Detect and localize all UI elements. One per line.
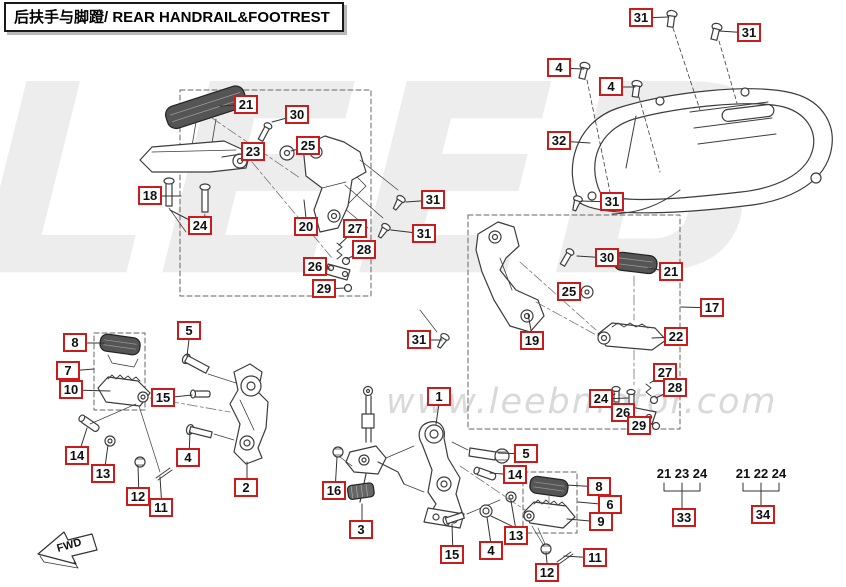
group-33-ref-21: 21 bbox=[656, 466, 672, 481]
part-callout-9: 9 bbox=[589, 512, 613, 531]
part-callout-7: 7 bbox=[56, 361, 80, 380]
part-callout-18: 18 bbox=[138, 186, 162, 205]
part-callout-10: 10 bbox=[59, 380, 83, 399]
part-callout-31: 31 bbox=[407, 330, 431, 349]
part-callout-22: 22 bbox=[664, 327, 688, 346]
part-callout-20: 20 bbox=[294, 217, 318, 236]
group-33-ref-24: 24 bbox=[692, 466, 708, 481]
part-callout-15: 15 bbox=[151, 388, 175, 407]
left-footpeg-assembly bbox=[139, 85, 372, 297]
part-callout-15: 15 bbox=[440, 545, 464, 564]
part-callout-28: 28 bbox=[663, 378, 687, 397]
part-callout-31: 31 bbox=[600, 192, 624, 211]
part-callout-1: 1 bbox=[427, 387, 451, 406]
part-callout-31: 31 bbox=[421, 190, 445, 209]
center-linkage-assembly bbox=[332, 385, 578, 565]
group-33-ref-23: 23 bbox=[674, 466, 690, 481]
right-footpeg-assembly bbox=[467, 214, 681, 431]
group-34-ref-24: 24 bbox=[771, 466, 787, 481]
part-callout-28: 28 bbox=[352, 240, 376, 259]
part-callout-25: 25 bbox=[296, 136, 320, 155]
part-callout-16: 16 bbox=[322, 481, 346, 500]
part-callout-34: 34 bbox=[751, 505, 775, 524]
part-callout-17: 17 bbox=[700, 298, 724, 317]
part-callout-14: 14 bbox=[503, 465, 527, 484]
group-tree-brackets bbox=[663, 482, 780, 509]
part-callout-12: 12 bbox=[126, 487, 150, 506]
part-callout-14: 14 bbox=[65, 446, 89, 465]
part-callout-11: 11 bbox=[583, 548, 607, 567]
part-callout-25: 25 bbox=[557, 282, 581, 301]
page-title: 后扶手与脚蹬/ REAR HANDRAIL&FOOTREST bbox=[4, 2, 344, 32]
part-callout-23: 23 bbox=[241, 142, 265, 161]
part-callout-26: 26 bbox=[303, 257, 327, 276]
part-callout-3: 3 bbox=[349, 520, 373, 539]
part-callout-21: 21 bbox=[234, 95, 258, 114]
part-callout-4: 4 bbox=[479, 541, 503, 560]
part-callout-29: 29 bbox=[627, 416, 651, 435]
part-callout-31: 31 bbox=[412, 224, 436, 243]
left-footrest-assembly bbox=[78, 332, 269, 481]
group-34-ref-22: 22 bbox=[753, 466, 769, 481]
part-callout-4: 4 bbox=[547, 58, 571, 77]
part-callout-31: 31 bbox=[737, 23, 761, 42]
part-callout-32: 32 bbox=[547, 131, 571, 150]
part-callout-27: 27 bbox=[653, 363, 677, 382]
rear-rack-drawing bbox=[571, 87, 833, 215]
part-callout-8: 8 bbox=[63, 333, 87, 352]
part-callout-12: 12 bbox=[535, 563, 559, 582]
part-callout-31: 31 bbox=[629, 8, 653, 27]
part-callout-19: 19 bbox=[520, 331, 544, 350]
part-callout-5: 5 bbox=[514, 444, 538, 463]
group-34-ref-21: 21 bbox=[735, 466, 751, 481]
mid-bolt-icons bbox=[344, 159, 583, 349]
part-callout-21: 21 bbox=[659, 262, 683, 281]
part-callout-4: 4 bbox=[599, 77, 623, 96]
part-callout-30: 30 bbox=[595, 248, 619, 267]
part-callout-30: 30 bbox=[285, 105, 309, 124]
part-callout-2: 2 bbox=[234, 478, 258, 497]
part-callout-13: 13 bbox=[91, 464, 115, 483]
fwd-direction-arrow: FWD bbox=[37, 531, 98, 569]
part-callout-5: 5 bbox=[177, 321, 201, 340]
part-callout-13: 13 bbox=[504, 526, 528, 545]
part-callout-8: 8 bbox=[587, 477, 611, 496]
part-callout-24: 24 bbox=[188, 216, 212, 235]
part-callout-29: 29 bbox=[312, 279, 336, 298]
part-callout-11: 11 bbox=[149, 498, 173, 517]
part-callout-27: 27 bbox=[343, 219, 367, 238]
part-callout-33: 33 bbox=[672, 508, 696, 527]
rack-bolt-icons bbox=[578, 9, 738, 193]
part-callout-24: 24 bbox=[589, 389, 613, 408]
part-callout-4: 4 bbox=[176, 448, 200, 467]
